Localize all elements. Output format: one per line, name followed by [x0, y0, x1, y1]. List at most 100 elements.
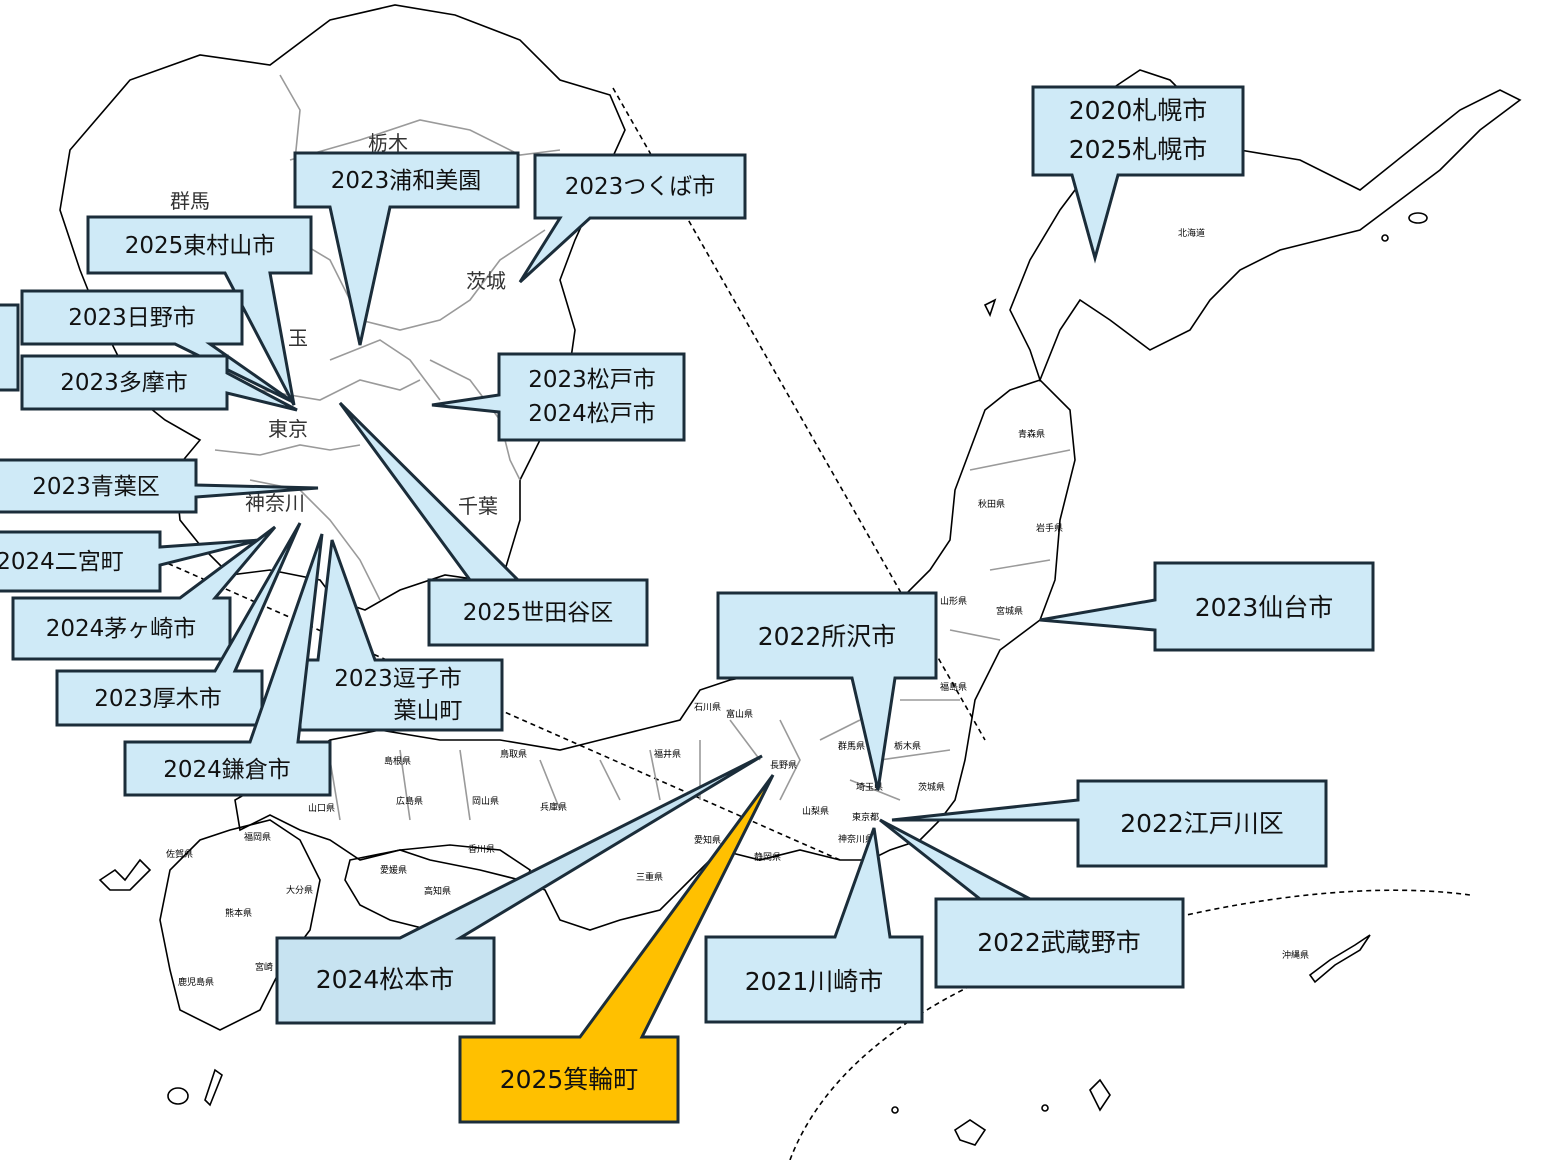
callout-setagaya-text: 2025世田谷区 [463, 600, 614, 626]
pref-label-aomori: 青森県 [1018, 428, 1045, 440]
kanto-label-gunma: 群馬 [170, 189, 210, 213]
callout-tama: 2023多摩市 [20, 354, 298, 412]
callout-sapporo-line2: 2025札幌市 [1069, 135, 1208, 164]
callout-hino-text: 2023日野市 [68, 305, 196, 331]
callout-musashino-text: 2022武蔵野市 [977, 928, 1141, 957]
callout-ninomiya: 2024二宮町 [0, 530, 261, 593]
callout-kawasaki-box [704, 827, 924, 1024]
callout-edogawa-box [891, 779, 1328, 868]
callout-aoba: 2023青葉区 [0, 458, 319, 514]
pref-label-yamaguchi: 山口県 [308, 803, 335, 814]
pref-label-shimane: 島根県 [384, 755, 411, 767]
callout-zushi-hayama-box [298, 539, 504, 732]
callout-edogawa: 2022江戸川区 [891, 779, 1328, 868]
pref-label-yamagata: 山形県 [940, 595, 967, 607]
okinawa-outline [1308, 934, 1371, 984]
pref-label-hokkaido: 北海道 [1178, 227, 1205, 239]
callout-minowa-text: 2025箕輪町 [500, 1065, 639, 1094]
pref-label-shizuoka: 静岡県 [754, 851, 781, 863]
honshu-pref-borders [329, 449, 1071, 821]
pref-label-kumamoto: 熊本県 [225, 907, 252, 919]
callout-matsudo: 2023松戸市 2024松戸市 [431, 352, 686, 442]
kanto-label-saitama: 玉 [288, 326, 308, 350]
callout-aoba-box [0, 458, 319, 514]
island-izu-3 [891, 1106, 899, 1114]
pref-label-saga: 佐賀県 [166, 848, 193, 860]
callout-setagaya-box [338, 401, 649, 647]
callout-urawa-misono-box [293, 151, 520, 346]
pref-label-hiroshima: 広島県 [396, 795, 423, 807]
callout-ninomiya-box [0, 530, 261, 593]
kanto-label-kanagawa: 神奈川 [245, 491, 305, 515]
callout-sapporo: 2020札幌市 2025札幌市 [1031, 85, 1245, 264]
kanto-label-tokyo: 東京 [268, 417, 308, 441]
callout-edogawa-text: 2022江戸川区 [1120, 809, 1284, 838]
pref-label-ehime: 愛媛県 [380, 864, 407, 876]
island-izu-1 [953, 1119, 987, 1146]
callout-atsugi-box [55, 522, 302, 727]
island-izu-4 [1089, 1078, 1111, 1112]
callout-musashino-box [879, 818, 1185, 989]
callout-tama-text: 2023多摩市 [60, 370, 188, 396]
pref-label-oita: 大分県 [286, 884, 313, 896]
pref-label-hyogo: 兵庫県 [540, 801, 567, 813]
callout-minowa: 2025箕輪町 [458, 774, 775, 1124]
callout-kawasaki-text: 2021川崎市 [745, 967, 884, 996]
pref-label-tokyo: 東京都 [852, 811, 879, 823]
callout-minowa-box [458, 774, 775, 1124]
callout-zushi-hayama: 2023逗子市 葉山町 [298, 539, 504, 732]
island-hokkaido-2 [1381, 234, 1389, 242]
callout-kamakura-box [123, 533, 332, 797]
callout-chigasaki-text: 2024茅ヶ崎市 [46, 616, 197, 642]
pref-label-okayama: 岡山県 [472, 796, 499, 807]
callout-higashimurayama-text: 2025東村山市 [125, 233, 276, 259]
callout-atsugi: 2023厚木市 [55, 522, 302, 727]
island-tanegashima [167, 1087, 189, 1105]
pref-label-akita: 秋田県 [978, 498, 1005, 510]
callout-zushi-hayama-line2: 葉山町 [394, 698, 463, 724]
pref-label-kochi: 高知県 [424, 885, 451, 897]
pref-label-tottori: 鳥取県 [500, 748, 527, 760]
pref-label-fukui: 福井県 [654, 748, 681, 760]
island-yakushima [204, 1068, 223, 1107]
callout-urawa-misono: 2023浦和美園 [293, 151, 520, 346]
callout-matsumoto-text: 2024松本市 [316, 965, 455, 994]
island-izu-2 [1041, 1104, 1049, 1112]
callout-musashino: 2022武蔵野市 [879, 818, 1185, 989]
callout-matsudo-box [431, 352, 686, 442]
pref-label-mie: 三重県 [636, 871, 663, 883]
kanto-inset-map: 栃木 群馬 茨城 玉 東京 神奈川 千葉 [59, 4, 626, 611]
callout-tokorozawa-box [716, 591, 938, 791]
callout-tokorozawa-text: 2022所沢市 [758, 622, 897, 651]
pref-label-tochigi: 栃木県 [894, 740, 921, 752]
kanto-label-ibaraki: 茨城 [466, 269, 506, 293]
callout-tama-box [20, 354, 298, 412]
callout-setagaya: 2025世田谷区 [338, 401, 649, 647]
callout-tsukuba-box [518, 153, 747, 284]
callout-ninomiya-text: 2024二宮町 [0, 549, 124, 575]
kanto-border-kanagawa [214, 444, 381, 601]
callout-kamakura-text: 2024鎌倉市 [163, 757, 291, 783]
pref-label-fukuoka: 福岡県 [244, 831, 271, 843]
callout-higashimurayama: 2025東村山市 [86, 215, 313, 406]
callout-atsugi-text: 2023厚木市 [94, 686, 222, 712]
pref-label-yamanashi: 山梨県 [802, 805, 829, 817]
japan-main-map: 北海道 青森県 秋田県 岩手県 山形県 宮城県 福島県 富山県 石川県 福井県 … [98, 69, 1522, 1146]
kyushu-outline [159, 819, 321, 1031]
pref-label-fukushima: 福島県 [940, 681, 967, 693]
pref-label-gunma: 群馬県 [838, 740, 865, 752]
pref-label-ishikawa: 石川県 [694, 702, 721, 713]
callout-zushi-hayama-line1: 2023逗子市 [334, 666, 462, 692]
callout-matsumoto-box [275, 754, 763, 1025]
island-hokkaido-1 [1408, 212, 1428, 224]
pref-label-miyazaki: 宮崎 [255, 961, 273, 973]
callout-matsudo-line1: 2023松戸市 [528, 367, 656, 393]
callout-sendai-box [1039, 561, 1375, 652]
callout-hino-box [20, 289, 294, 404]
kanto-label-chiba: 千葉 [458, 494, 498, 518]
callout-kawasaki: 2021川崎市 [704, 827, 924, 1024]
kanto-label-tochigi: 栃木 [368, 131, 408, 155]
pref-label-okinawa: 沖縄県 [1282, 949, 1309, 961]
pref-label-ibaraki: 茨城県 [918, 781, 945, 793]
